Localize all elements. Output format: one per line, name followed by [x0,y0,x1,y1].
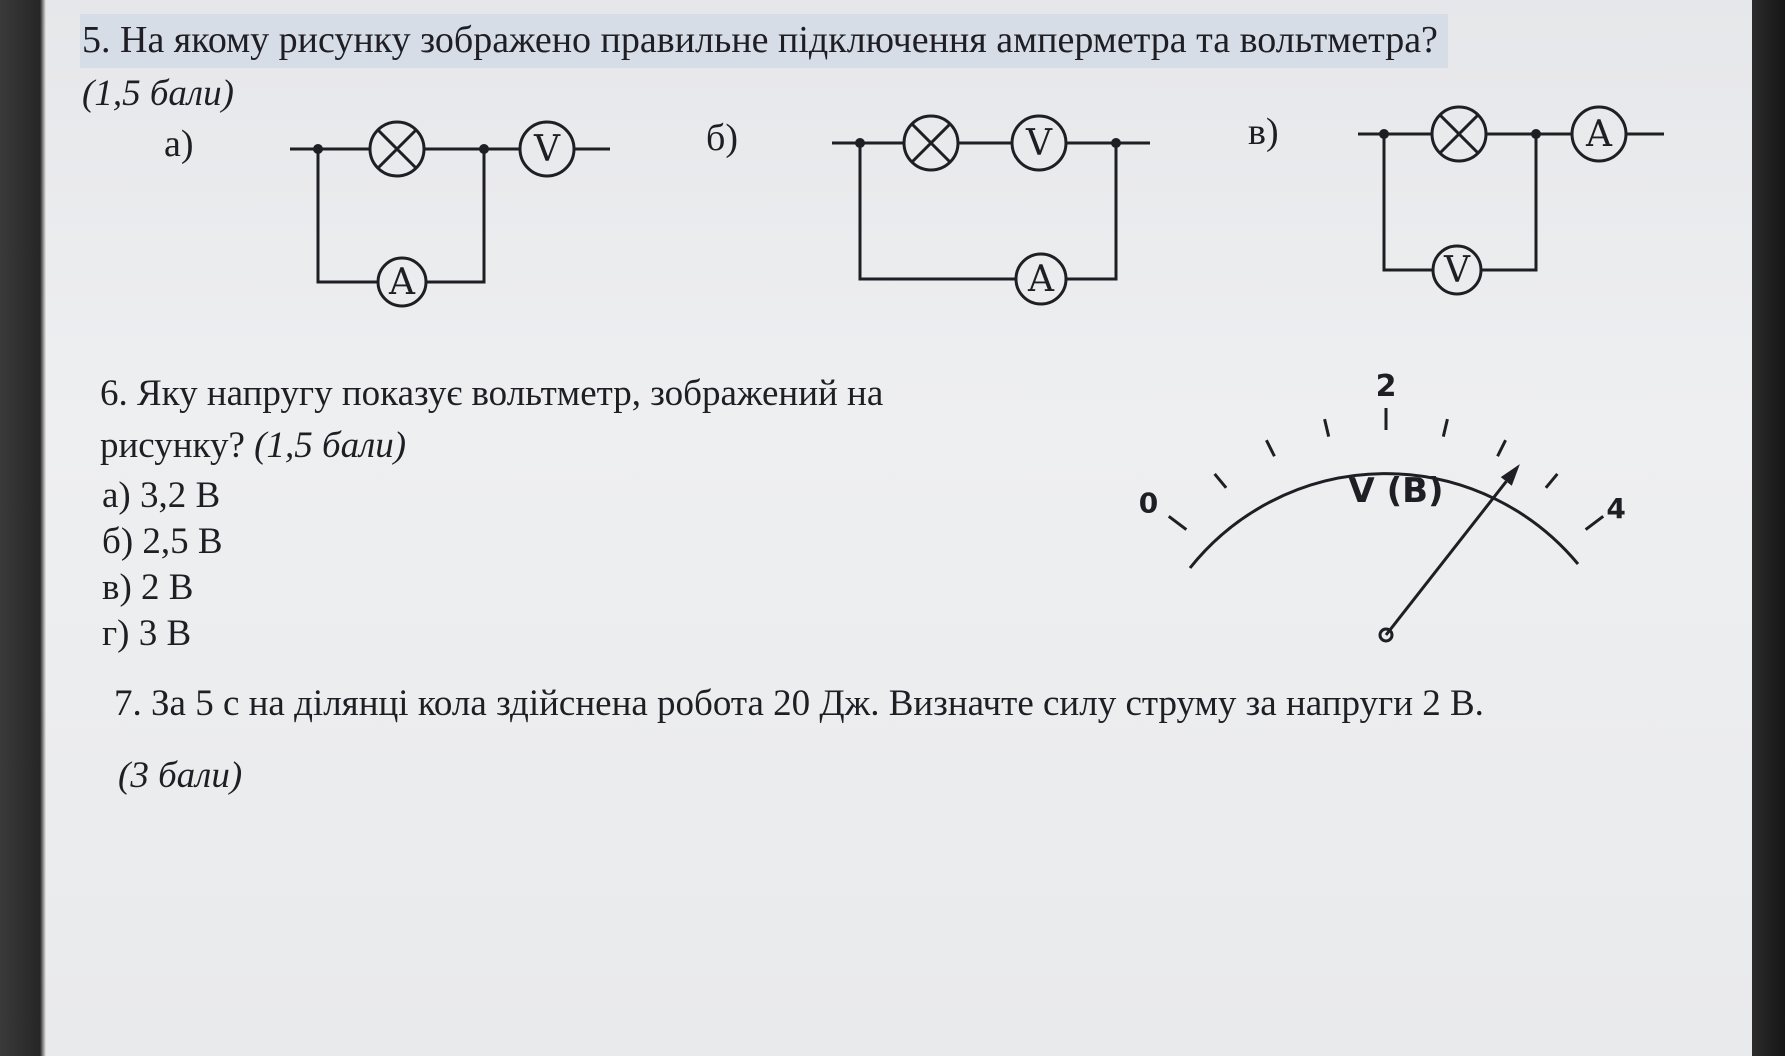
dial-label-mid: 2 [1376,369,1397,404]
dial-needle [1384,480,1508,636]
ammeter-icon: A [1570,105,1628,163]
voltmeter-symbol: V [1025,123,1053,164]
question-6-option-d[interactable]: г) 3 В [102,613,192,654]
ammeter-symbol: A [1027,259,1055,300]
question-6-option-b[interactable]: б) 2,5 В [102,521,223,562]
dial-needle-arrow [1500,464,1520,486]
dial-tick [1167,515,1188,531]
circuit-b-label: б) [706,117,738,159]
dial-label-max: 4 [1606,492,1625,525]
voltmeter-icon: V [518,120,576,178]
ammeter-icon: A [376,256,428,308]
dial-label-min: 0 [1139,486,1158,519]
question-6-option-a[interactable]: а) 3,2 В [102,475,221,516]
voltmeter-icon: V [1010,114,1068,172]
question-6-text-end: рисунку? [100,425,245,466]
ammeter-icon: A [1014,252,1068,306]
circuit-a: V A [290,120,610,308]
dial-tick [1323,418,1331,437]
question-5-points: (1,5 бали) [82,73,234,114]
dial-pivot [1378,627,1394,643]
dial-tick [1544,472,1559,489]
dial-tick [1441,418,1449,437]
lamp-icon [1430,105,1488,163]
question-7-text: 7. За 5 с на ділянці кола здійснена робо… [114,683,1484,724]
dial-tick [1496,439,1507,457]
circuit-c: A V [1358,105,1664,296]
question-6-line-2: рисунку? (1,5 бали) [100,424,406,467]
voltmeter-dial: 0 2 4 V (В) [1139,369,1626,643]
worksheet-page [46,0,1752,1056]
circuit-a-label: а) [164,123,194,165]
circuit-b: V A [832,114,1150,306]
question-7-points: (3 бали) [118,755,243,796]
question-5-text: 5. На якому рисунку зображено правильне … [80,14,1448,68]
voltmeter-symbol: V [533,129,561,170]
lamp-icon [368,120,426,178]
ammeter-symbol: A [1585,114,1613,155]
lamp-icon [902,114,960,172]
voltmeter-symbol: V [1443,250,1471,291]
circuit-c-label: в) [1248,111,1279,153]
question-6-line-1: 6. Яку напругу показує вольтметр, зображ… [100,373,884,414]
dial-tick [1213,472,1228,489]
question-6-option-c[interactable]: в) 2 В [102,567,194,608]
voltmeter-icon: V [1431,244,1483,296]
dial-unit-label: V (В) [1348,471,1443,511]
dial-tick [1584,515,1605,531]
dial-tick [1265,439,1276,457]
dial-ticks [1167,408,1605,531]
ammeter-symbol: A [388,262,416,303]
question-6-points: (1,5 бали) [254,425,407,466]
